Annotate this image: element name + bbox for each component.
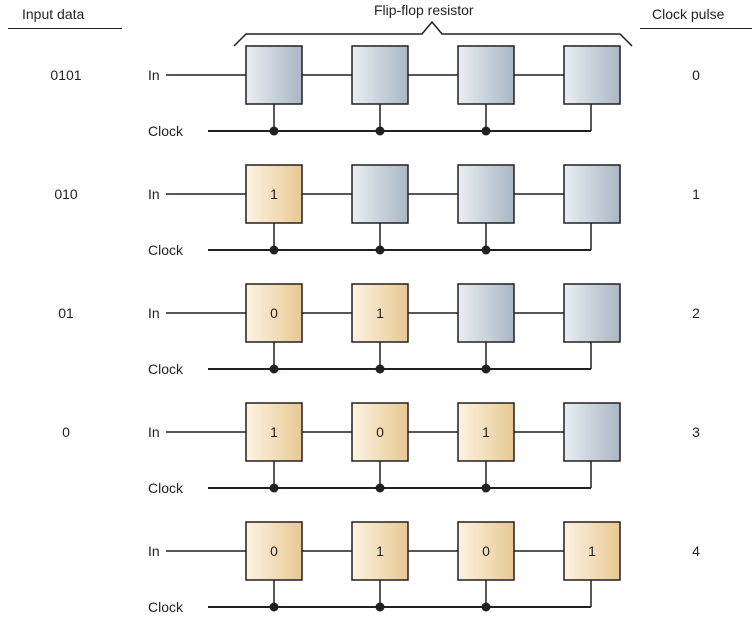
junction-dot <box>269 126 279 136</box>
flip-flop-box <box>245 521 303 581</box>
clock-pulse-header: Clock pulse <box>652 6 725 22</box>
flip-flop-box <box>457 45 515 105</box>
flip-flop-value: 1 <box>270 424 278 440</box>
flip-flop-box <box>351 164 409 224</box>
clock-label: Clock <box>148 361 184 377</box>
flip-flop-value: 1 <box>376 305 384 321</box>
junction-dot <box>481 126 491 136</box>
flip-flop-box <box>351 283 409 343</box>
clock-pulse-value: 3 <box>692 424 700 440</box>
in-label: In <box>148 424 160 440</box>
input-data-header: Input data <box>22 6 85 22</box>
flip-flop-box <box>563 521 621 581</box>
flip-flop-box <box>351 402 409 462</box>
junction-dot <box>375 483 385 493</box>
flip-flop-value: 1 <box>270 186 278 202</box>
clock-label: Clock <box>148 480 184 496</box>
junction-dot <box>269 245 279 255</box>
junction-dot <box>375 364 385 374</box>
clock-pulse-value: 0 <box>692 67 700 83</box>
clock-label: Clock <box>148 123 184 139</box>
flip-flop-value: 0 <box>376 424 384 440</box>
in-label: In <box>148 305 160 321</box>
flip-flop-value: 0 <box>270 543 278 559</box>
register-brace <box>233 20 633 47</box>
in-label: In <box>148 67 160 83</box>
in-label: In <box>148 186 160 202</box>
flip-flop-value: 1 <box>482 424 490 440</box>
input-data-value: 010 <box>54 186 78 202</box>
clock-label: Clock <box>148 599 184 615</box>
flip-flop-box <box>457 402 515 462</box>
junction-dot <box>375 245 385 255</box>
flip-flop-box <box>563 283 621 343</box>
junction-dot <box>375 126 385 136</box>
flip-flop-box <box>457 521 515 581</box>
flip-flop-box <box>563 45 621 105</box>
clock-pulse-header-underline <box>640 28 752 29</box>
junction-dot <box>269 483 279 493</box>
flip-flop-box <box>245 164 303 224</box>
clock-pulse-value: 4 <box>692 543 700 559</box>
input-data-header-underline <box>8 28 122 29</box>
clock-label: Clock <box>148 242 184 258</box>
flip-flop-value: 1 <box>588 543 596 559</box>
junction-dot <box>375 602 385 612</box>
clock-pulse-value: 1 <box>692 186 700 202</box>
input-data-value: 01 <box>58 305 74 321</box>
register-header: Flip-flop resistor <box>374 2 474 18</box>
junction-dot <box>481 245 491 255</box>
flip-flop-value: 0 <box>482 543 490 559</box>
input-data-value: 0101 <box>50 67 82 83</box>
clock-pulse-value: 2 <box>692 305 700 321</box>
junction-dot <box>269 602 279 612</box>
flip-flop-box <box>563 164 621 224</box>
flip-flop-box <box>351 521 409 581</box>
junction-dot <box>481 602 491 612</box>
junction-dot <box>481 483 491 493</box>
flip-flop-box <box>245 45 303 105</box>
flip-flop-box <box>457 164 515 224</box>
flip-flop-box <box>351 45 409 105</box>
flip-flop-value: 1 <box>376 543 384 559</box>
input-data-value: 0 <box>62 424 70 440</box>
in-label: In <box>148 543 160 559</box>
flip-flop-box <box>457 283 515 343</box>
flip-flop-box <box>563 402 621 462</box>
junction-dot <box>269 364 279 374</box>
flip-flop-box <box>245 283 303 343</box>
junction-dot <box>481 364 491 374</box>
flip-flop-value: 0 <box>270 305 278 321</box>
flip-flop-box <box>245 402 303 462</box>
